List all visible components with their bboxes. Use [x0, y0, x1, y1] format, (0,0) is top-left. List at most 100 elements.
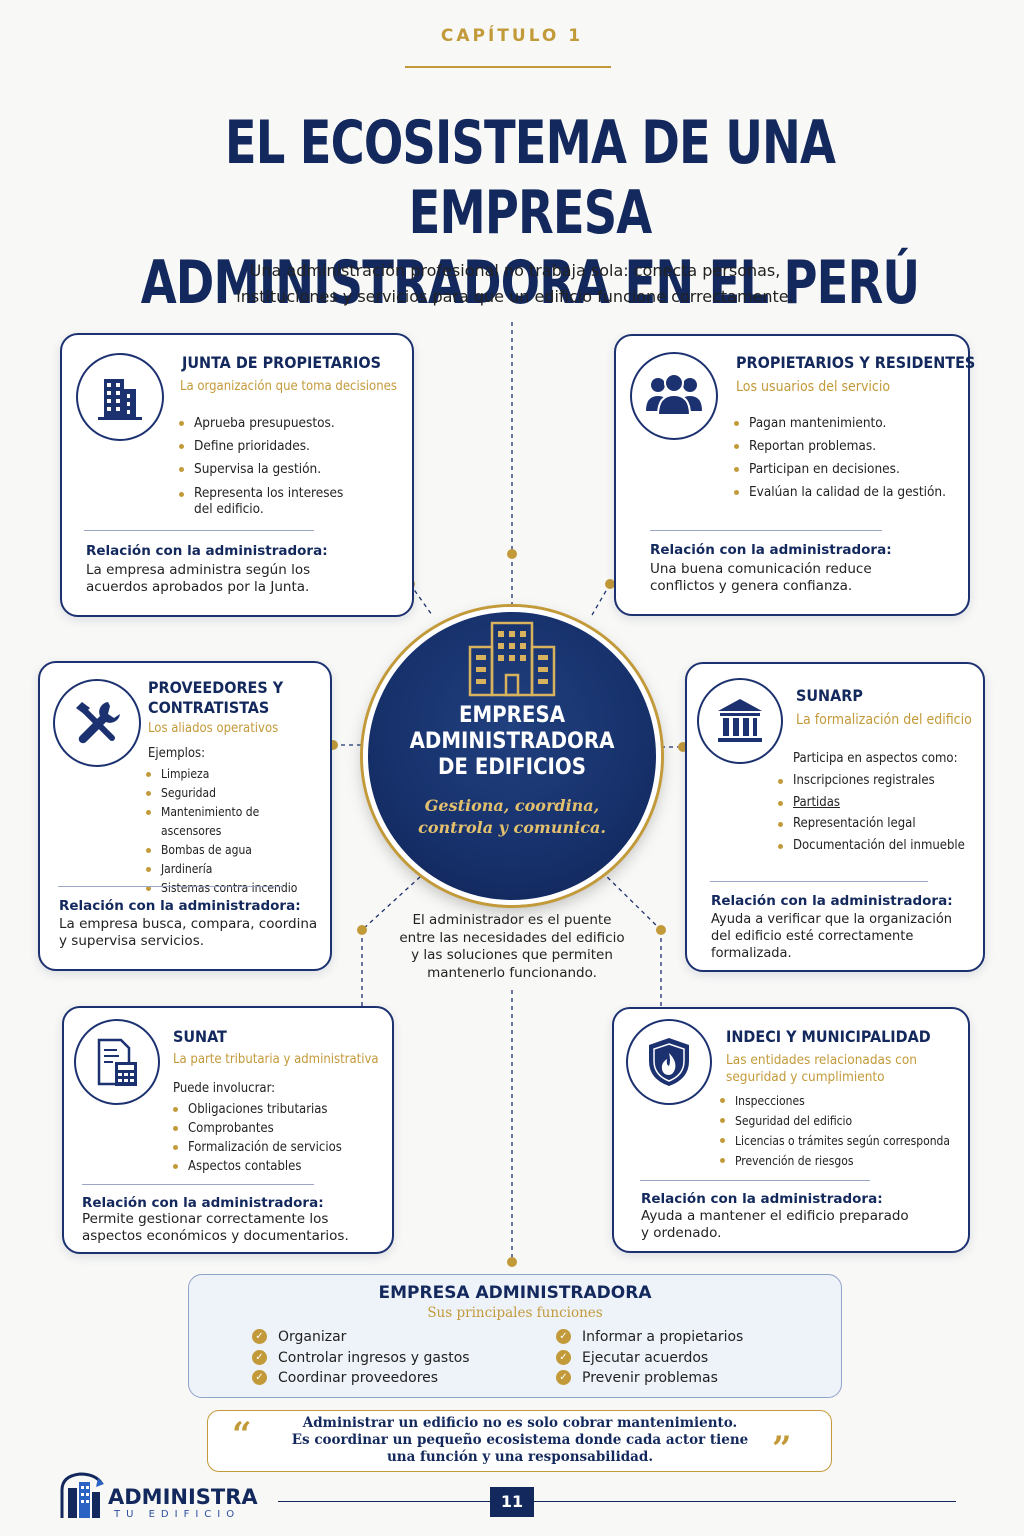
sunarp-relation-heading: Relación con la administradora:	[711, 893, 953, 909]
page-title: EL ECOSISTEMA DE UNA EMPRESA ADMINISTRAD…	[126, 108, 934, 318]
function-item: ✓Informar a propietarios	[556, 1327, 743, 1347]
junta-relation-heading: Relación con la administradora:	[86, 543, 328, 559]
quote-text: Administrar un edificio no es solo cobra…	[291, 1415, 749, 1465]
sunarp-subtitle: La formalización del edificio	[796, 712, 972, 728]
junta-title: JUNTA DE PROPIETARIOS	[182, 353, 381, 372]
sunat-list: Obligaciones tributarias Comprobantes Fo…	[170, 1100, 380, 1176]
tools-icon	[53, 679, 141, 767]
check-icon: ✓	[556, 1370, 571, 1385]
fire-shield-icon	[626, 1019, 712, 1105]
open-quote-icon: “	[232, 1415, 252, 1455]
proveedores-relation-heading: Relación con la administradora:	[59, 898, 301, 914]
proveedores-intro: Ejemplos:	[148, 746, 206, 761]
propietarios-title: PROPIETARIOS Y RESIDENTES	[736, 353, 976, 372]
list-item: Comprobantes	[170, 1119, 380, 1138]
list-item: Partidas	[775, 792, 980, 814]
sunarp-relation-text: Ayuda a verificar que la organización de…	[711, 912, 953, 961]
center-title: EMPRESA ADMINISTRADORA DE EDIFICIOS	[409, 703, 615, 780]
divider	[58, 886, 284, 887]
close-quote-icon: ”	[772, 1429, 792, 1469]
sunarp-intro: Participa en aspectos como:	[793, 751, 958, 766]
list-item: Formalización de servicios	[170, 1138, 380, 1157]
list-item: Bombas de agua	[143, 841, 323, 860]
function-item: ✓Ejecutar acuerdos	[556, 1348, 708, 1368]
page-subtitle: Una administración profesional no trabaj…	[170, 258, 860, 310]
check-icon: ✓	[252, 1329, 267, 1344]
proveedores-title: PROVEEDORES Y CONTRATISTAS	[148, 678, 284, 717]
check-icon: ✓	[252, 1370, 267, 1385]
check-icon: ✓	[556, 1329, 571, 1344]
list-item: Pagan mantenimiento.	[731, 412, 961, 435]
propietarios-list: Pagan mantenimiento. Reportan problemas.…	[731, 412, 961, 504]
page-number: 11	[490, 1487, 534, 1517]
sunat-relation-heading: Relación con la administradora:	[82, 1195, 324, 1211]
list-item: Sistemas contra incendio	[143, 879, 323, 898]
list-item: Supervisa la gestión.	[176, 458, 396, 481]
check-icon: ✓	[252, 1350, 267, 1365]
sunarp-list: Inscripciones registrales Partidas Repre…	[775, 770, 980, 856]
quote-panel	[207, 1410, 832, 1472]
divider	[710, 881, 928, 882]
proveedores-subtitle: Los aliados operativos	[148, 721, 279, 736]
list-item: Inspecciones	[717, 1091, 965, 1111]
divider	[84, 530, 314, 531]
brand-tagline: TU EDIFICIO	[114, 1509, 241, 1520]
check-icon: ✓	[556, 1350, 571, 1365]
sunat-intro: Puede involucrar:	[173, 1081, 276, 1096]
list-item: Documentación del inmueble	[775, 835, 980, 857]
list-item: Inscripciones registrales	[775, 770, 980, 792]
function-item: ✓Coordinar proveedores	[252, 1368, 438, 1388]
divider	[650, 530, 882, 531]
sunat-title: SUNAT	[173, 1027, 227, 1046]
footer-divider	[278, 1501, 956, 1502]
proveedores-relation-text: La empresa busca, compara, coordina y su…	[59, 916, 318, 949]
functions-title: EMPRESA ADMINISTRADORA	[378, 1283, 652, 1303]
document-calculator-icon	[74, 1019, 160, 1105]
sunarp-title: SUNARP	[796, 686, 863, 705]
list-item: Define prioridades.	[176, 435, 396, 458]
subtitle-line1: Una administración profesional no trabaj…	[249, 261, 781, 280]
list-item: Reportan problemas.	[731, 435, 961, 458]
list-item: Seguridad	[143, 784, 323, 803]
list-item: Aprueba presupuestos.	[176, 412, 396, 435]
sunat-relation-text: Permite gestionar correctamente los aspe…	[82, 1211, 349, 1244]
brand-name: ADMINISTRA	[108, 1485, 258, 1509]
sunat-subtitle: La parte tributaria y administrativa	[173, 1052, 379, 1067]
list-item: Jardinería	[143, 860, 323, 879]
junta-list-continuation: del edificio.	[194, 501, 264, 517]
function-item: ✓Prevenir problemas	[556, 1368, 718, 1388]
functions-panel	[188, 1274, 842, 1398]
function-item: ✓Organizar	[252, 1327, 346, 1347]
list-item: Participan en decisiones.	[731, 458, 961, 481]
card-sunarp	[685, 662, 985, 972]
indeci-title: INDECI Y MUNICIPALIDAD	[726, 1027, 931, 1046]
page-title-line1: EL ECOSISTEMA DE UNA EMPRESA	[224, 108, 836, 248]
indeci-subtitle: Las entidades relacionadas con seguridad…	[726, 1052, 917, 1085]
indeci-relation-text: Ayuda a mantener el edificio preparado y…	[641, 1208, 909, 1241]
list-item: Licencias o trámites según corresponda	[717, 1131, 965, 1151]
junta-relation-text: La empresa administra según los acuerdos…	[86, 562, 311, 595]
institution-icon	[697, 678, 783, 764]
functions-subtitle: Sus principales funciones	[427, 1305, 603, 1321]
propietarios-subtitle: Los usuarios del servicio	[736, 379, 891, 395]
people-icon	[630, 352, 718, 440]
list-item: Representación legal	[775, 813, 980, 835]
junta-list: Aprueba presupuestos. Define prioridades…	[176, 412, 396, 503]
bridge-text: El administrador es el puente entre las …	[399, 912, 625, 981]
center-motto: Gestiona, coordina, controla y comunica.	[418, 796, 606, 837]
function-item: ✓Controlar ingresos y gastos	[252, 1348, 470, 1368]
junta-subtitle: La organización que toma decisiones	[180, 379, 397, 394]
center-building-icon	[468, 621, 556, 697]
divider	[82, 1184, 314, 1185]
chapter-divider	[405, 66, 611, 68]
list-item: Limpieza	[143, 765, 323, 784]
list-item: Aspectos contables	[170, 1157, 380, 1176]
propietarios-relation-text: Una buena comunicación reduce conflictos…	[650, 561, 872, 594]
list-item: Seguridad del edificio	[717, 1111, 965, 1131]
list-item: Representa los intereses	[176, 483, 396, 503]
page-title-line2: ADMINISTRADORA EN EL PERÚ	[140, 248, 920, 318]
chapter-label: CAPÍTULO 1	[440, 26, 584, 46]
list-item: Mantenimiento de ascensores	[143, 803, 323, 841]
subtitle-line2: instituciones y servicios para que un ed…	[236, 287, 794, 306]
indeci-list: Inspecciones Seguridad del edificio Lice…	[717, 1091, 965, 1171]
